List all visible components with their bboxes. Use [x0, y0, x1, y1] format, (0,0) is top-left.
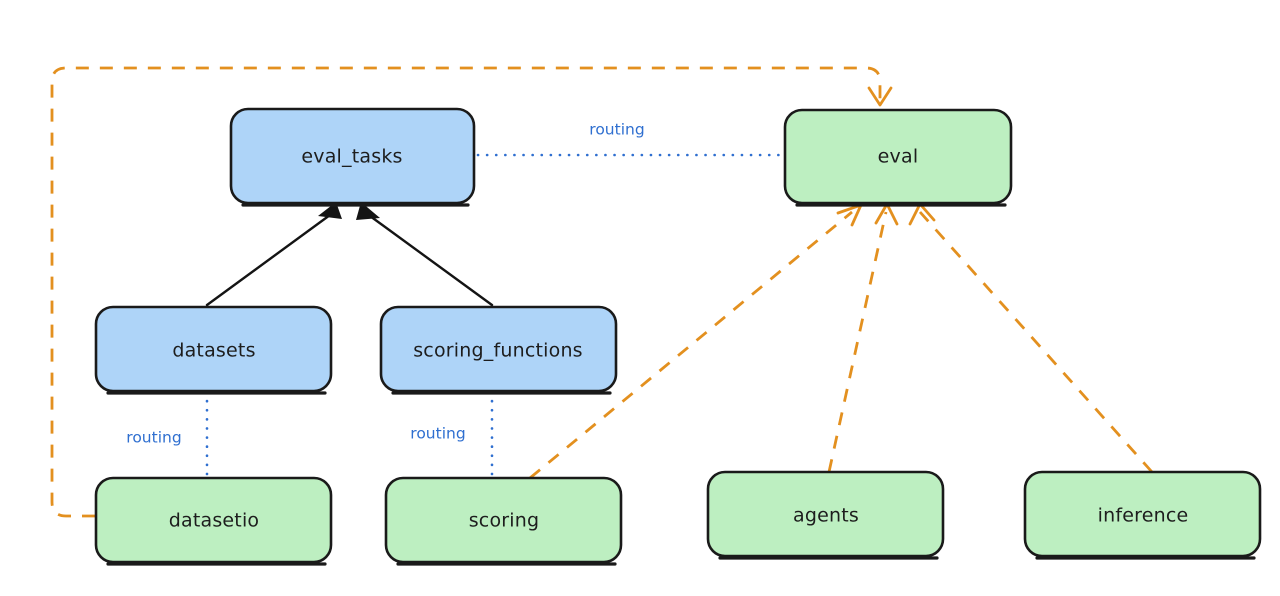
edge-scoring-functions-eval-tasks: [356, 202, 494, 307]
node-eval-box[interactable]: [783, 108, 1013, 205]
node-agents-box[interactable]: [706, 470, 945, 558]
node-scoring[interactable]: scoring: [384, 476, 623, 566]
node-inference[interactable]: inference: [1023, 470, 1262, 560]
edge-datasets-eval-tasks-path: [205, 213, 332, 307]
node-datasets[interactable]: datasets: [94, 305, 333, 395]
node-eval-tasks[interactable]: eval_tasks: [229, 107, 476, 207]
node-eval-tasks-label: eval_tasks: [301, 146, 402, 168]
node-eval[interactable]: eval: [783, 108, 1013, 207]
edge-inference-eval: [908, 202, 1154, 473]
edge-label-routing-scoring: routing: [410, 425, 465, 443]
node-datasetio-box[interactable]: [94, 476, 333, 564]
edge-datasets-eval-tasks: [205, 202, 342, 307]
node-scoring-functions[interactable]: scoring_functions: [379, 305, 618, 395]
edge-scoring-functions-scoring: routing: [410, 390, 494, 478]
edge-agents-eval-path: [827, 211, 888, 473]
edge-datasetio-eval-arrowhead: [867, 86, 893, 107]
node-scoring-label: scoring: [469, 510, 540, 532]
edge-scoring-functions-eval-tasks-path: [368, 214, 494, 307]
edge-inference-eval-path: [918, 211, 1154, 473]
edge-scoring-eval-path: [529, 210, 853, 480]
node-datasets-box[interactable]: [94, 305, 333, 393]
node-eval-label: eval: [878, 146, 919, 168]
node-inference-box[interactable]: [1023, 470, 1262, 558]
edge-datasets-datasetio: routing: [126, 390, 209, 478]
node-datasets-label: datasets: [172, 340, 255, 362]
node-agents[interactable]: agents: [706, 470, 945, 560]
edge-label-routing-datasetio: routing: [126, 429, 181, 447]
node-agents-label: agents: [793, 505, 859, 527]
edge-datasetio-eval-path: [50, 66, 882, 518]
edge-label-routing-eval: routing: [589, 121, 644, 139]
edge-eval-tasks-eval: routing: [476, 121, 785, 157]
node-scoring-functions-box[interactable]: [379, 305, 618, 393]
edge-agents-eval: [827, 202, 899, 473]
node-scoring-box[interactable]: [384, 476, 623, 564]
edge-datasetio-eval: [50, 66, 893, 518]
node-inference-label: inference: [1098, 505, 1189, 527]
node-scoring-functions-label: scoring_functions: [413, 340, 583, 362]
node-datasetio[interactable]: datasetio: [94, 476, 333, 566]
node-eval-tasks-box[interactable]: [229, 107, 476, 205]
node-datasetio-label: datasetio: [169, 510, 260, 532]
